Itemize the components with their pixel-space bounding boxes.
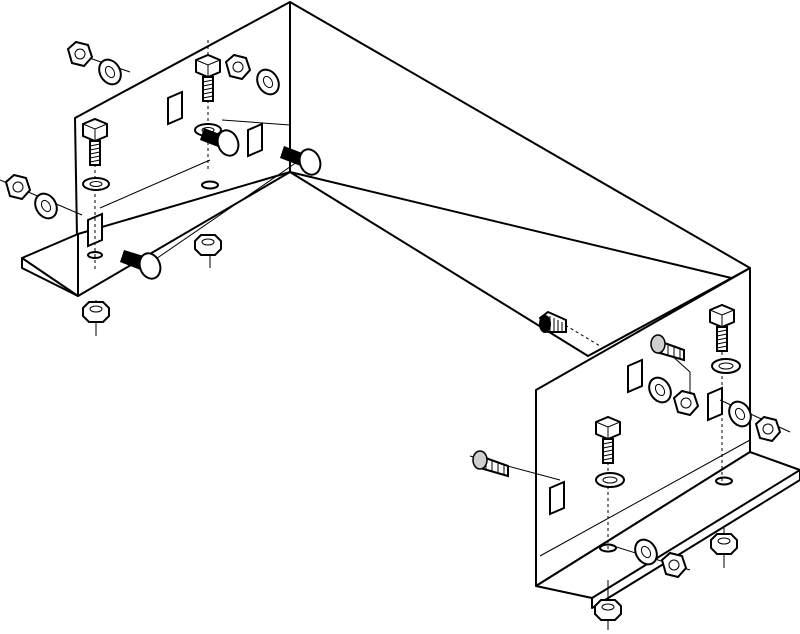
hex-nut [754, 415, 782, 443]
round-hole [715, 476, 733, 486]
flat-washer [728, 400, 752, 428]
hex-head-bolt [595, 415, 621, 464]
hex-nut [224, 53, 252, 81]
round-hole [201, 180, 219, 190]
carriage-bolts [120, 128, 685, 478]
left-bracket-end [21, 1, 751, 357]
hex-nut [672, 389, 700, 417]
flat-washer [648, 376, 672, 404]
square-slot [549, 480, 565, 516]
hex-head-bolts [82, 53, 735, 464]
round-holes [87, 180, 733, 553]
carriage-bolt [472, 450, 509, 478]
flat-washer [256, 68, 280, 96]
flat-washer [634, 538, 658, 566]
hex-nuts [4, 40, 782, 621]
square-slot [707, 386, 723, 422]
carriage-bolt [280, 146, 322, 176]
right-bracket-end [535, 267, 800, 609]
hex-head-bolt [709, 303, 735, 352]
flat-washers [34, 58, 752, 566]
carriage-bolt [650, 334, 685, 362]
hex-nut [660, 551, 688, 579]
square-slot [167, 90, 183, 126]
square-slot [247, 122, 263, 158]
square-slot [627, 358, 643, 394]
hex-nut [194, 234, 222, 256]
hex-nut [66, 40, 94, 68]
hex-nut [82, 301, 110, 323]
flat-washer [711, 358, 741, 374]
hex-head-bolt [195, 53, 221, 102]
flat-washer [595, 472, 625, 488]
flat-washer [82, 177, 110, 191]
hex-nut [4, 173, 32, 201]
flat-washer [98, 58, 122, 86]
carriage-bolt [120, 250, 162, 280]
flat-washer [34, 192, 58, 220]
carriage-bolt [538, 310, 567, 333]
hex-nut [710, 533, 738, 555]
square-slots [87, 90, 723, 516]
hex-head-bolt [82, 117, 108, 166]
hex-nut [594, 599, 622, 621]
carriage-bolt [200, 128, 240, 157]
